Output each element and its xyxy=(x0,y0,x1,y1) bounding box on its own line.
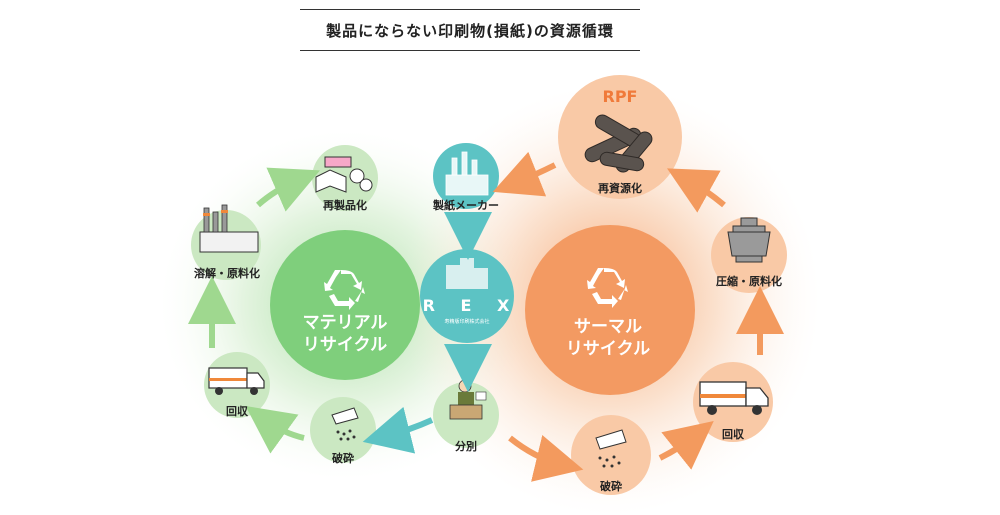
arrow-sort-to-crush-green xyxy=(362,406,434,454)
factory-icon-green xyxy=(199,204,259,253)
label-reproduct: 再製品化 xyxy=(323,199,367,212)
label-collect-orange: 回収 xyxy=(722,428,744,441)
rpf-pellets-icon xyxy=(584,114,653,173)
page-title: 製品にならない印刷物(損紙)の資源循環 xyxy=(300,9,640,51)
recycle-icon-orange xyxy=(587,268,628,308)
crush-icon-orange xyxy=(595,429,627,468)
arrow-dissolve-to-reproduct xyxy=(256,167,321,212)
arrow-compress-to-rpf xyxy=(667,168,726,213)
label-crush-green: 破砕 xyxy=(332,452,354,465)
arrow-rpf-to-maker xyxy=(492,151,557,197)
label-crush-orange: 破砕 xyxy=(600,480,622,493)
node-crush-green xyxy=(310,397,376,463)
label-rpf: RPF xyxy=(602,87,638,106)
factory-icon-maker xyxy=(445,151,489,196)
thermal-core xyxy=(525,225,695,395)
label-maker: 製紙メーカー xyxy=(433,199,499,212)
truck-icon-orange xyxy=(699,381,769,415)
truck-icon-green xyxy=(208,367,265,395)
recycle-icon-green xyxy=(324,270,365,310)
arrow-crush-to-collect-orange xyxy=(658,421,714,470)
rex-sub: 寿精版印刷株式会社 xyxy=(444,319,490,325)
arrow-crush-to-collect xyxy=(245,405,305,454)
node-rex xyxy=(420,249,514,343)
label-dissolve: 溶解・原料化 xyxy=(194,267,260,280)
arrow-sort-to-crush-orange xyxy=(508,435,584,482)
rex-logo: R E X xyxy=(422,296,520,315)
label-collect-green: 回収 xyxy=(226,405,248,418)
label-sort: 分別 xyxy=(455,440,477,453)
label-compress: 圧縮・原料化 xyxy=(716,275,782,288)
rex-building-icon xyxy=(446,258,488,289)
node-crush-orange xyxy=(571,415,651,495)
thermal-recycle-label: サーマルリサイクル xyxy=(565,317,651,359)
compress-machine-icon xyxy=(727,217,771,263)
material-recycle-label: マテリアルリサイクル xyxy=(302,313,388,355)
reproduct-icon xyxy=(315,156,373,193)
label-recycle: 再資源化 xyxy=(598,182,642,195)
crush-icon-green xyxy=(331,407,359,441)
